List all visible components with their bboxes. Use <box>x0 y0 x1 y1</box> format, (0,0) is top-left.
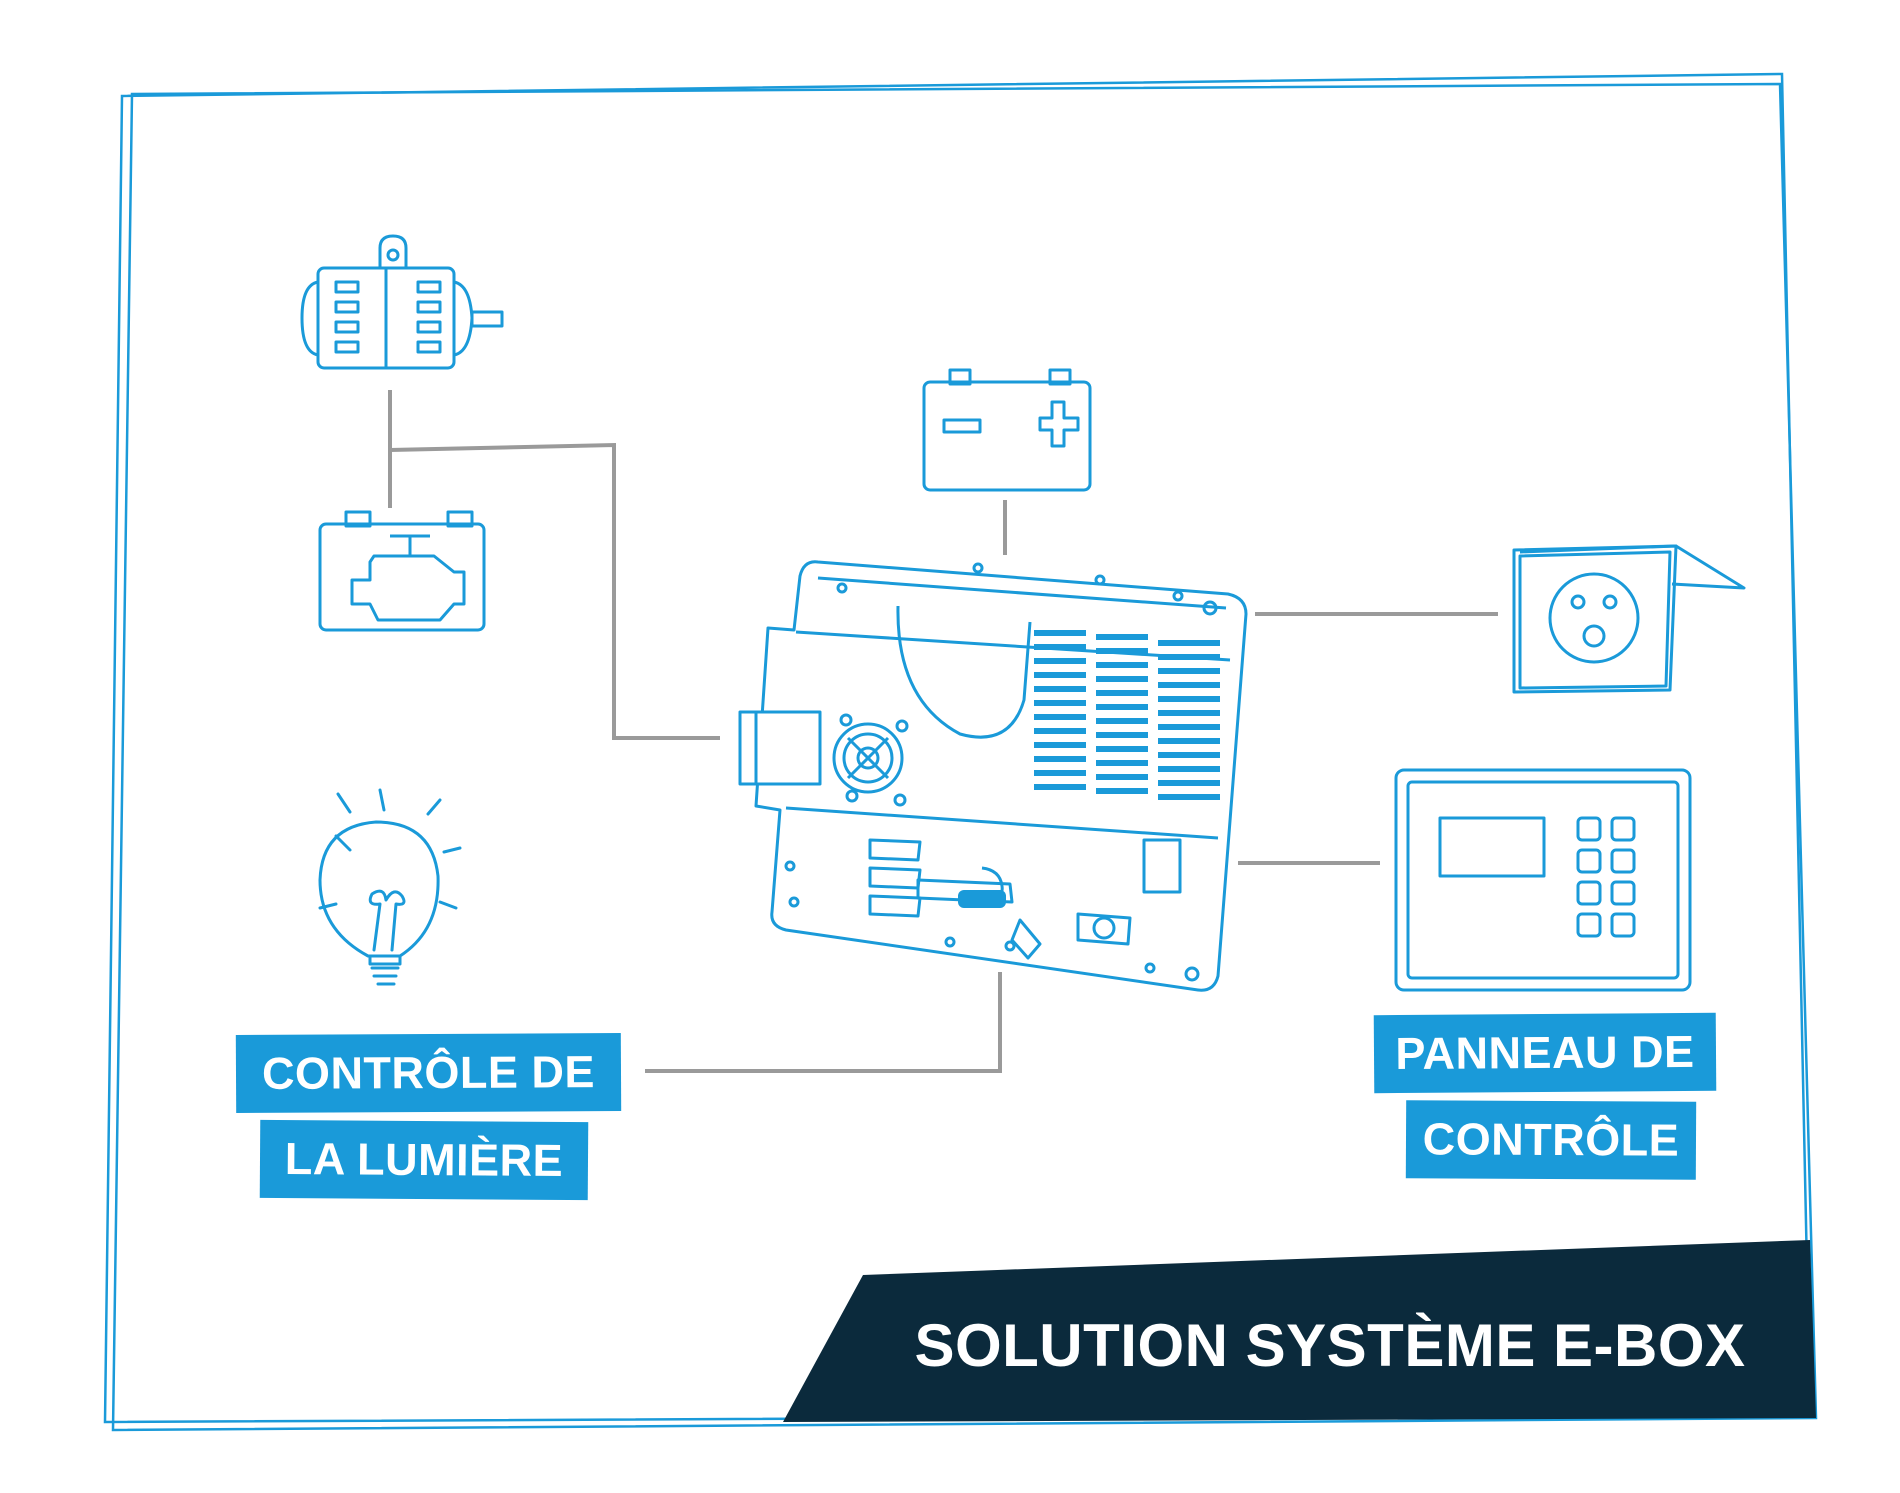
battery-icon <box>922 368 1092 492</box>
footer-band <box>783 1240 1816 1422</box>
control-panel-label-line1: PANNEAU DE <box>1373 1012 1717 1094</box>
engine-icon <box>318 510 486 632</box>
e-box-unit-icon <box>738 560 1248 992</box>
e-box-vents <box>958 630 1220 908</box>
alternator-icon <box>300 234 504 370</box>
power-socket-icon <box>1512 544 1746 694</box>
light-control-label-line1: CONTRÔLE DE <box>235 1032 622 1114</box>
light-control-label-line2: LA LUMIÈRE <box>259 1119 589 1201</box>
control-panel-label-line2: CONTRÔLE <box>1405 1100 1697 1180</box>
sketch-frame <box>103 72 1818 1432</box>
connector-lines <box>388 390 1498 1073</box>
light-bulb-icon <box>318 788 462 986</box>
connector-ebox-light <box>645 972 1002 1073</box>
connector-to-ebox-left <box>389 442 720 740</box>
footer-title: SOLUTION SYSTÈME E-BOX <box>914 1311 1746 1379</box>
control-panel-icon <box>1394 768 1692 992</box>
